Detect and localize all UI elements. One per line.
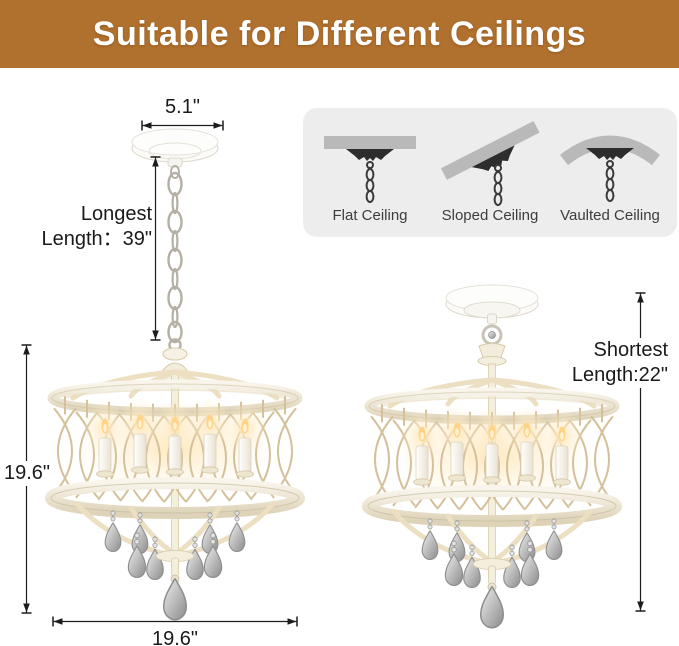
fixture-diameter-label: 19.6" bbox=[151, 628, 199, 646]
fixture-height-label: 19.6" bbox=[2, 461, 52, 486]
ceiling-type-flat: Flat Ceiling bbox=[311, 120, 429, 224]
canopy bbox=[131, 128, 219, 168]
sloped-ceiling-icon bbox=[440, 121, 540, 206]
chandelier-pendant-image bbox=[35, 128, 315, 630]
header-banner: Suitable for Different Ceilings bbox=[0, 0, 679, 68]
longest-length-label: Longest Length：39" bbox=[41, 203, 152, 250]
flat-ceiling-icon bbox=[324, 136, 416, 203]
fixture-diameter-dim-line bbox=[52, 616, 298, 627]
hub bbox=[477, 343, 507, 381]
chandelier-semi-flush-image bbox=[352, 284, 632, 644]
longest-length-dim-line bbox=[150, 156, 160, 341]
ceiling-type-label: Sloped Ceiling bbox=[441, 207, 539, 224]
canopy-width-dim-line bbox=[141, 120, 224, 131]
ceiling-type-label: Vaulted Ceiling bbox=[560, 207, 660, 224]
crystal-loop bbox=[481, 324, 503, 346]
flush-canopy bbox=[445, 284, 539, 325]
canopy-width-label: 5.1" bbox=[165, 96, 200, 118]
ceiling-type-sloped: Sloped Ceiling bbox=[431, 120, 549, 224]
hanging-chain bbox=[167, 165, 183, 344]
vaulted-ceiling-icon bbox=[559, 135, 661, 202]
page-title: Suitable for Different Ceilings bbox=[92, 14, 587, 53]
ceiling-type-label: Flat Ceiling bbox=[332, 207, 408, 224]
ceiling-type-vaulted: Vaulted Ceiling bbox=[551, 120, 669, 224]
drum-body bbox=[368, 380, 616, 628]
drum-body bbox=[51, 372, 299, 620]
ceiling-types-panel: Flat Ceiling Sloped Ceiling Vaulted Ceil… bbox=[303, 108, 677, 237]
shortest-length-label: Shortest Length:22" bbox=[566, 338, 668, 388]
